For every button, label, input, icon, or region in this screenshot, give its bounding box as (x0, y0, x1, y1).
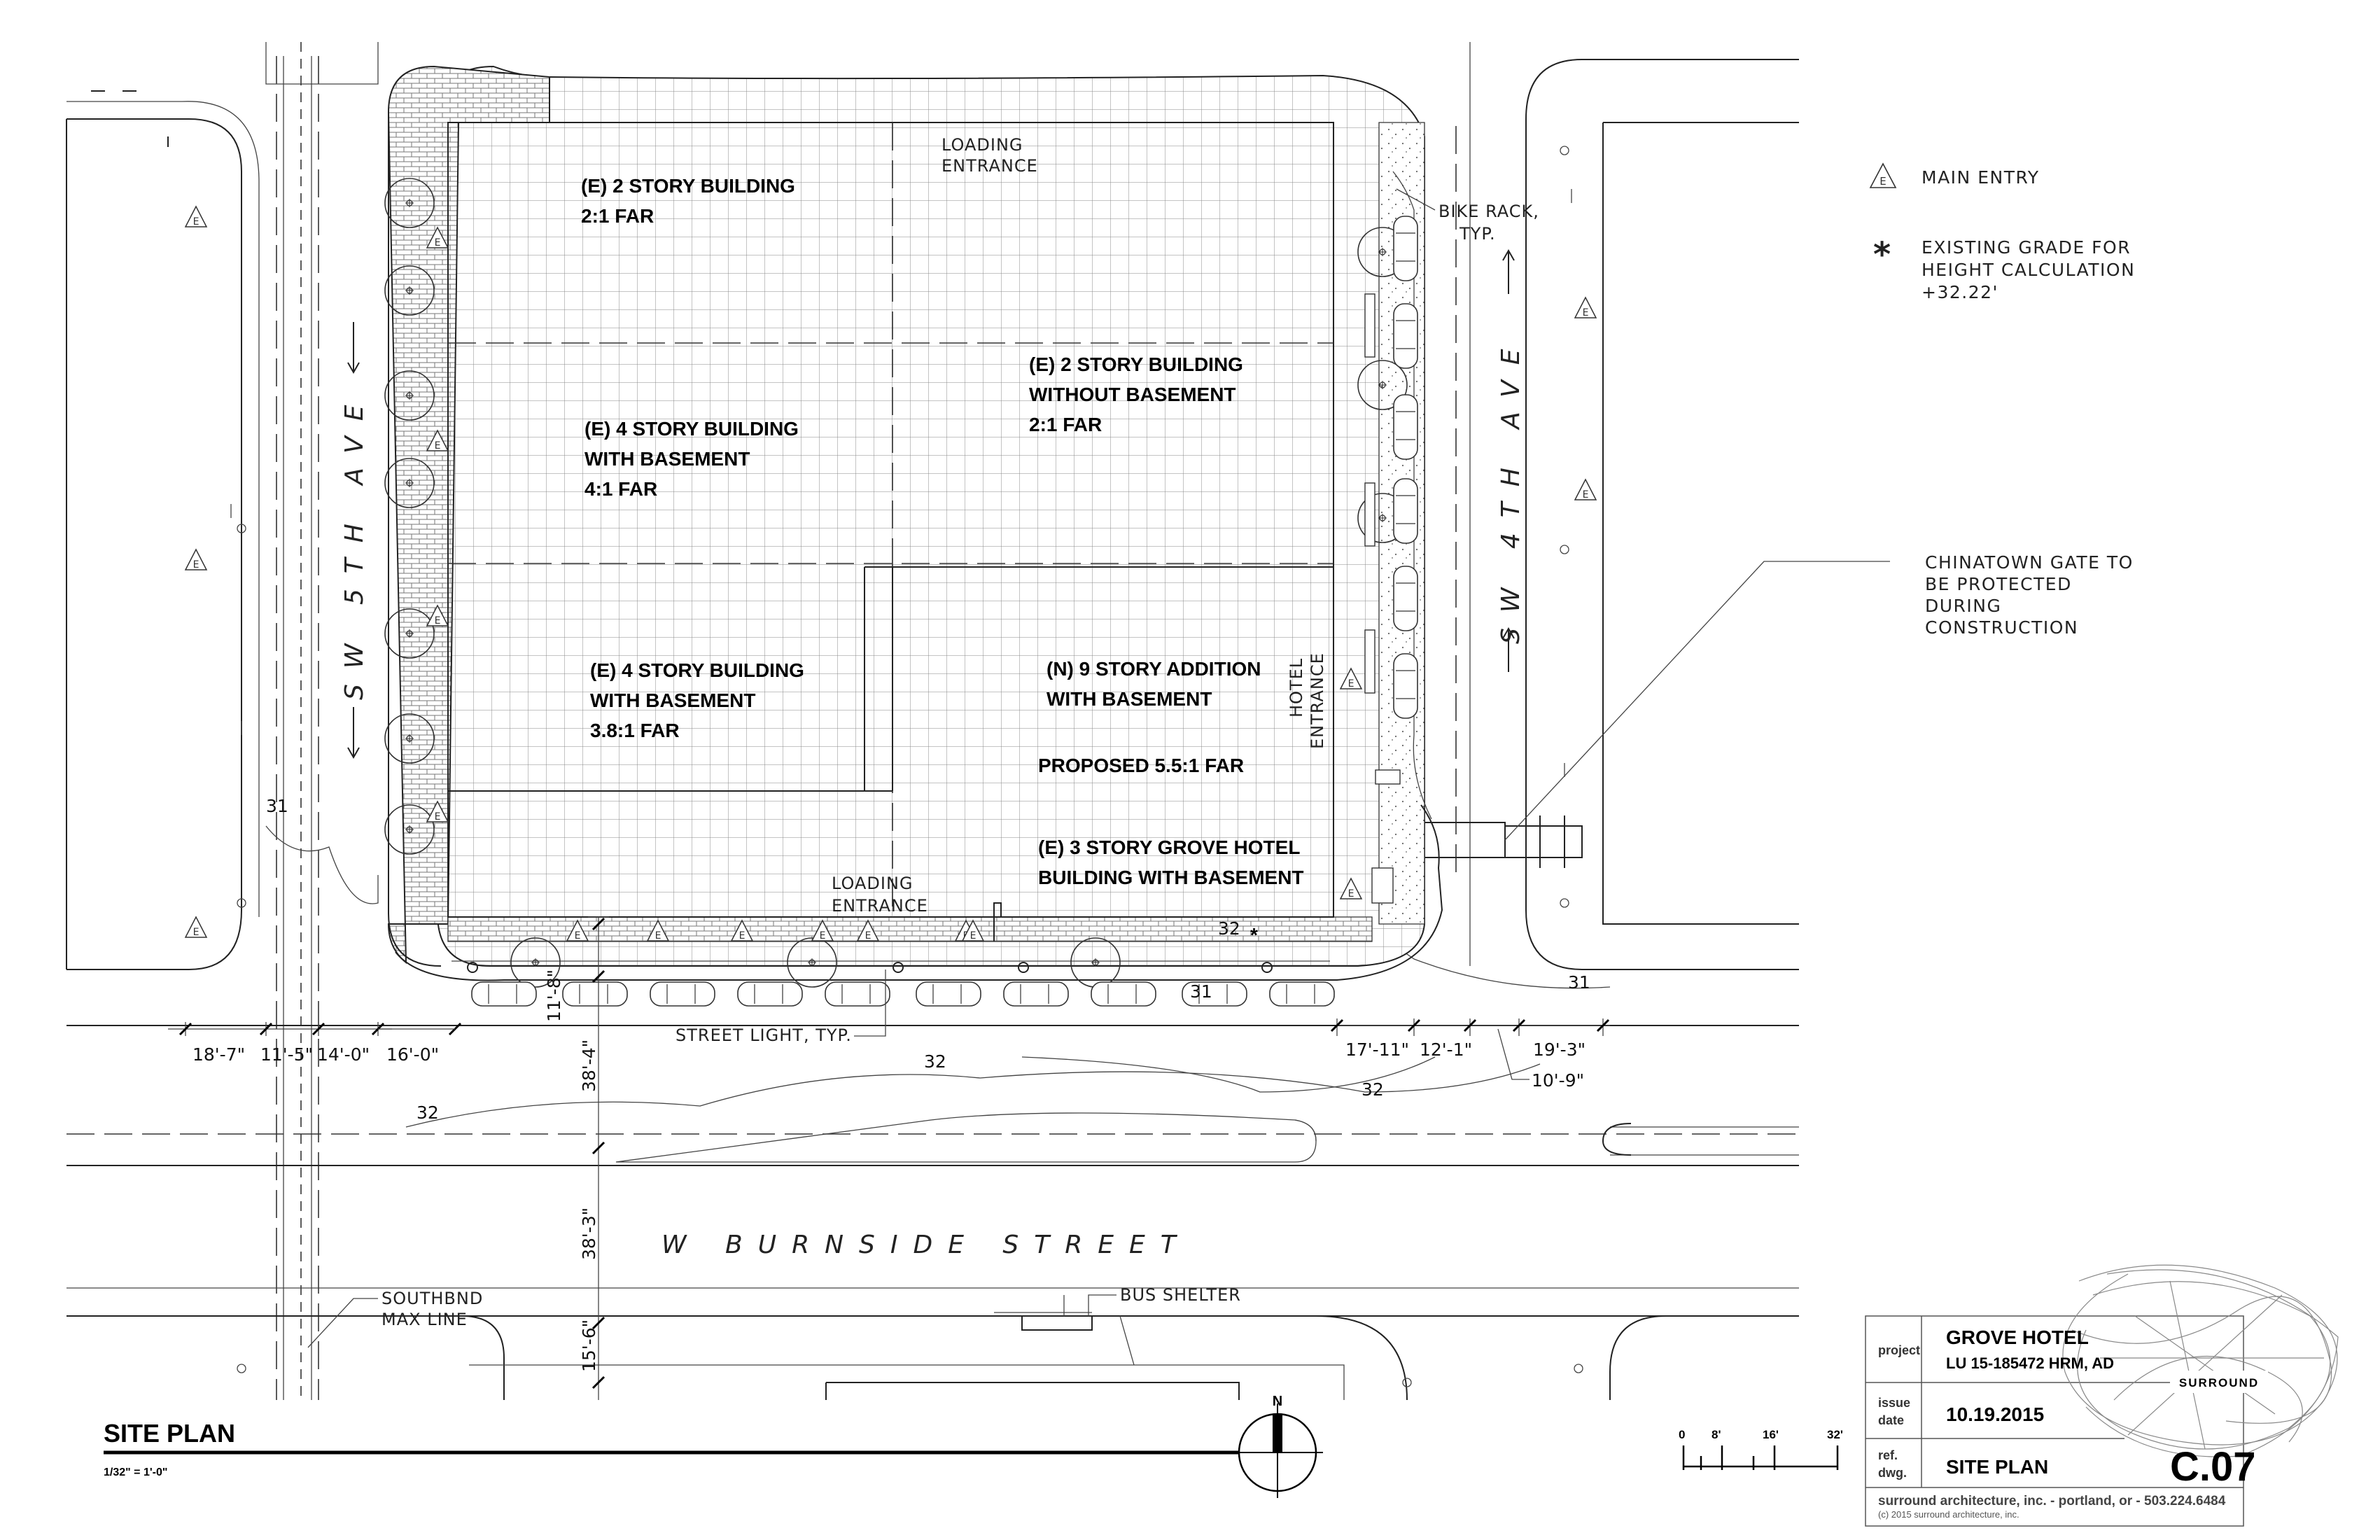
scale-tick-32: 32' (1827, 1428, 1843, 1441)
dim-10-9: 10'-9" (1532, 1070, 1584, 1091)
ref-label-2: dwg. (1878, 1466, 1907, 1480)
ref-label-1: ref. (1878, 1448, 1898, 1462)
scale-tick-8: 8' (1712, 1428, 1721, 1441)
issue-label-2: date (1878, 1413, 1904, 1427)
main-entry-icon: E (1869, 162, 1897, 188)
chinatown-gate-line-2: BE PROTECTED (1925, 574, 2072, 594)
dim-17-11: 17'-11" (1345, 1040, 1409, 1060)
legend-grade-line-2: HEIGHT CALCULATION (1921, 260, 2135, 280)
sheet-number: C.07 (2170, 1444, 2256, 1490)
hotel-entrance-line-2: ENTRANCE (1308, 652, 1327, 749)
title-block-footer: surround architecture, inc. - portland, … (1878, 1494, 2226, 1508)
dim-11-5: 11'-5" (260, 1044, 313, 1065)
project-subtitle: LU 15-185472 HRM, AD (1946, 1354, 2114, 1372)
dim-38-4: 38'-4" (579, 1040, 599, 1092)
legend-grade-line-3: +32.22' (1921, 282, 1998, 302)
building-1-line-2: 2:1 FAR (581, 205, 654, 227)
chinatown-gate-line-1: CHINATOWN GATE TO (1925, 552, 2134, 573)
bike-rack-line-1: BIKE RACK, (1438, 202, 1539, 221)
dimension-strings: 18'-7" 11'-5" 14'-0" 16'-0" 11'-8" 38'-4… (168, 916, 1610, 1400)
dim-18-7: 18'-7" (192, 1044, 245, 1065)
contour-32-c: 32 (1362, 1079, 1384, 1100)
street-light-label: STREET LIGHT, TYP. (676, 1026, 852, 1045)
bus-shelter-label: BUS SHELTER (1120, 1285, 1241, 1305)
loading-bottom-line-1: LOADING (832, 874, 913, 893)
building-3-line-2: WITHOUT BASEMENT (1029, 384, 1236, 405)
contour-labels: 31 31 31 32 32 32 32 (266, 796, 1590, 1123)
chinatown-gate-line-3: DURING (1925, 596, 2001, 616)
building-5-line-2: WITH BASEMENT (1046, 688, 1212, 710)
street-name-burnside: W BURNSIDE STREET (662, 1231, 1191, 1259)
building-2-line-3: 4:1 FAR (584, 478, 657, 500)
title-block-copyright: (c) 2015 surround architecture, inc. (1878, 1509, 2019, 1520)
street-name-sw-4th: SW 4TH AVE (1497, 333, 1525, 644)
max-line-label-2: MAX LINE (382, 1310, 468, 1329)
loading-bottom-line-2: ENTRANCE (832, 896, 928, 916)
surround-logo (2062, 1264, 2339, 1457)
issue-label-1: issue (1878, 1396, 1910, 1410)
north-arrow-icon: N (1232, 1394, 1323, 1498)
dim-12-1: 12'-1" (1420, 1040, 1472, 1060)
project-name: GROVE HOTEL (1946, 1326, 2089, 1348)
proposed-far: PROPOSED 5.5:1 FAR (1038, 755, 1244, 776)
scale-tick-0: 0 (1679, 1428, 1685, 1441)
legend-grade-symbol: * (1873, 235, 1891, 274)
contour-32-a: 32 (1218, 918, 1240, 939)
contour-31-c: 31 (1568, 972, 1590, 993)
issue-date: 10.19.2015 (1946, 1404, 2044, 1425)
building-labels: (E) 2 STORY BUILDING 2:1 FAR (E) 4 STORY… (581, 175, 1304, 888)
building-2-line-2: WITH BASEMENT (584, 448, 750, 470)
building-4-line-3: 3.8:1 FAR (590, 720, 680, 741)
contour-32-b: 32 (924, 1051, 946, 1072)
hotel-entrance-line-1: HOTEL (1287, 658, 1306, 718)
building-footprints (447, 122, 1334, 941)
street-names: SW 5TH AVE SW 4TH AVE W BURNSIDE STREET (340, 333, 1525, 1259)
legend: E MAIN ENTRY * EXISTING GRADE FOR HEIGHT… (1869, 162, 2135, 302)
dim-16-0: 16'-0" (386, 1044, 439, 1065)
loading-top-line-1: LOADING (941, 135, 1023, 155)
scale-tick-16: 16' (1763, 1428, 1779, 1441)
grade-marker: * (1250, 924, 1258, 946)
street-name-sw-5th: SW 5TH AVE (340, 389, 369, 700)
drawing-title: SITE PLAN 1/32" = 1'-0" N (104, 1394, 1323, 1498)
bike-rack-line-2: TYP. (1459, 224, 1496, 244)
street-context (66, 42, 1890, 1401)
dim-14-0: 14'-0" (317, 1044, 370, 1065)
legend-grade-line-1: EXISTING GRADE FOR (1921, 237, 2131, 258)
loading-top-line-2: ENTRANCE (941, 156, 1038, 176)
contour-31-a: 31 (266, 796, 288, 816)
max-line-label-1: SOUTHBND (382, 1289, 483, 1308)
annotations: LOADING ENTRANCE LOADING ENTRANCE HOTEL … (307, 135, 2134, 1348)
bike-racks (1364, 293, 1401, 904)
svg-text:E: E (1879, 175, 1886, 188)
dim-38-3: 38'-3" (579, 1208, 599, 1260)
drawing-title-text: SITE PLAN (104, 1419, 235, 1448)
building-3-line-1: (E) 2 STORY BUILDING (1029, 354, 1243, 375)
building-1-line-1: (E) 2 STORY BUILDING (581, 175, 795, 197)
project-label: project (1878, 1343, 1920, 1357)
grove-hotel-line-2: BUILDING WITH BASEMENT (1038, 867, 1304, 888)
building-5-line-1: (N) 9 STORY ADDITION (1046, 658, 1261, 680)
ref-title: SITE PLAN (1946, 1456, 2048, 1478)
dim-11-8: 11'-8" (544, 969, 564, 1022)
building-4-line-1: (E) 4 STORY BUILDING (590, 659, 804, 681)
building-3-line-3: 2:1 FAR (1029, 414, 1102, 435)
drawing-scale: 1/32" = 1'-0" (104, 1466, 167, 1478)
dim-15-6: 15'-6" (579, 1320, 599, 1372)
logo-text: SURROUND (2179, 1376, 2259, 1390)
title-block: SURROUND project GROVE HOTEL LU 15-18547… (1865, 1264, 2339, 1527)
north-label: N (1273, 1394, 1282, 1409)
dim-19-3: 19'-3" (1533, 1040, 1586, 1060)
building-2-line-1: (E) 4 STORY BUILDING (584, 418, 799, 440)
grove-hotel-line-1: (E) 3 STORY GROVE HOTEL (1038, 836, 1300, 858)
graphic-scale: 0 8' 16' 32' (1679, 1428, 1843, 1470)
contour-31-b: 31 (1190, 981, 1212, 1002)
chinatown-gate-line-4: CONSTRUCTION (1925, 617, 2078, 638)
building-4-line-2: WITH BASEMENT (590, 690, 755, 711)
legend-main-entry: MAIN ENTRY (1921, 167, 2040, 188)
contour-32-d: 32 (416, 1102, 439, 1123)
